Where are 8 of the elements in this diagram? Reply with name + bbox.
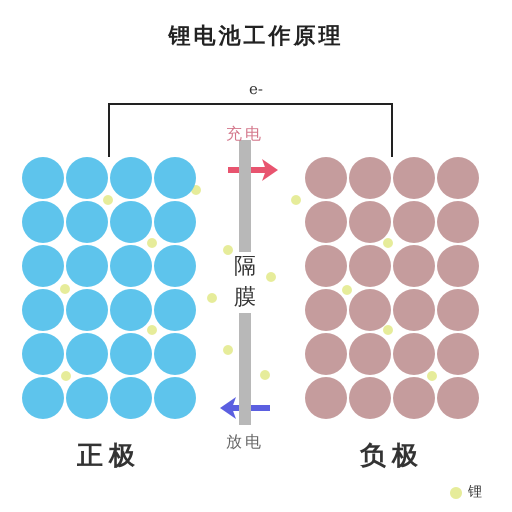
charge-label: 充电: [226, 123, 264, 145]
separator-label: 隔膜: [234, 252, 256, 314]
wire: [108, 103, 393, 157]
electrode-label: 负极: [360, 440, 424, 473]
title: 锂电池工作原理: [168, 23, 344, 51]
discharge-label: 放电: [226, 431, 264, 453]
electrode-label: 正极: [77, 440, 141, 473]
legend-label: 锂: [468, 483, 482, 502]
